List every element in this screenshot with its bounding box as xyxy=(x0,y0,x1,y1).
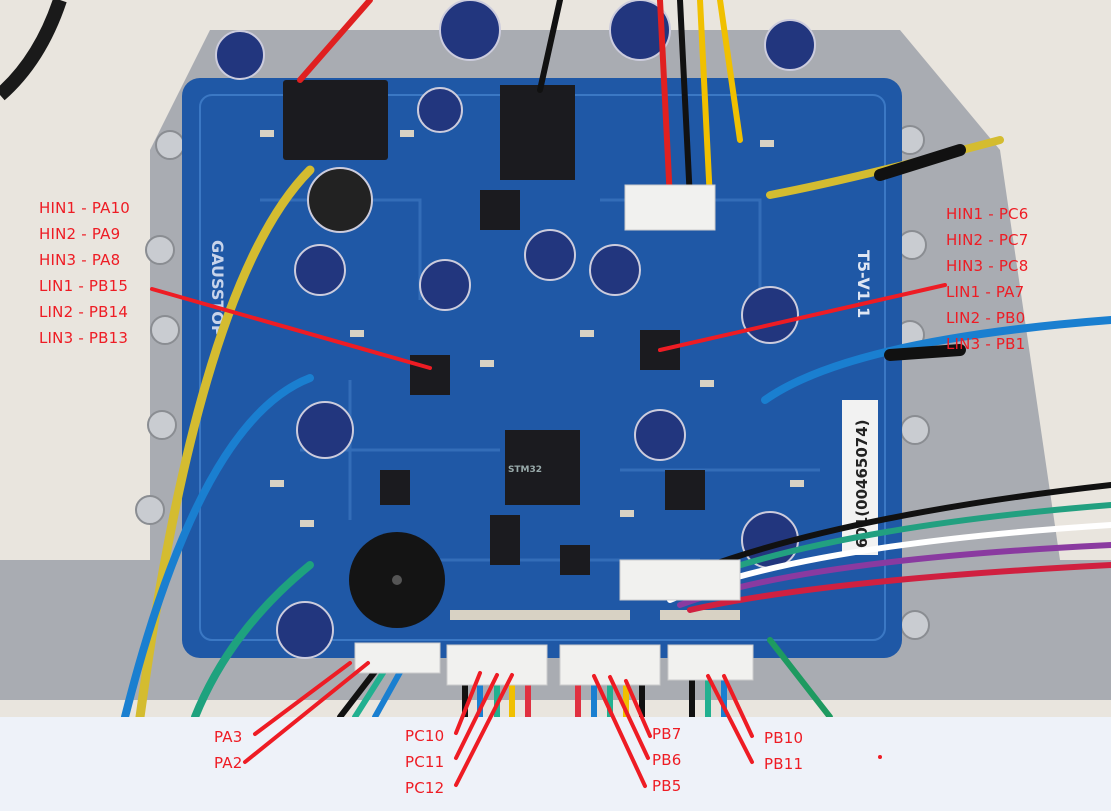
serial-text: 601(00465074) xyxy=(853,419,871,548)
left-label: LIN1 - PB15 xyxy=(39,277,129,295)
left-label: LIN3 - PB13 xyxy=(39,329,129,347)
left-label: LIN2 - PB14 xyxy=(39,303,129,321)
label-pa2: PA2 xyxy=(214,754,243,772)
right-label: HIN1 - PC6 xyxy=(946,205,1029,223)
stray-mark xyxy=(878,755,882,759)
label-pc12: PC12 xyxy=(405,779,445,797)
left-label: HIN3 - PA8 xyxy=(39,251,121,269)
chips xyxy=(283,80,705,575)
label-pb7: PB7 xyxy=(652,725,682,743)
left-label: HIN2 - PA9 xyxy=(39,225,121,243)
right-label: LIN1 - PA7 xyxy=(946,283,1025,301)
label-pa3: PA3 xyxy=(214,728,243,746)
right-label: HIN3 - PC8 xyxy=(946,257,1029,275)
screws xyxy=(135,125,930,640)
label-pc10: PC10 xyxy=(405,727,445,745)
right-label: HIN2 - PC7 xyxy=(946,231,1029,249)
label-pb5: PB5 xyxy=(652,777,682,795)
connectors xyxy=(354,184,754,686)
mcu-text: STM32 xyxy=(508,465,542,475)
right-label: LIN2 - PB0 xyxy=(946,309,1026,327)
label-pc11: PC11 xyxy=(405,753,445,771)
version-text: T5-V1.1 xyxy=(854,250,873,318)
left-annotation-list: HIN1 - PA10 HIN2 - PA9 HIN3 - PA8 LIN1 -… xyxy=(39,199,130,348)
brand-text: GAUSSTOP xyxy=(208,240,227,337)
annotation-lines xyxy=(150,283,947,788)
label-pb10: PB10 xyxy=(764,729,804,747)
right-annotation-list: HIN1 - PC6 HIN2 - PC7 HIN3 - PC8 LIN1 - … xyxy=(946,205,1028,354)
left-label: HIN1 - PA10 xyxy=(39,199,131,217)
capacitors xyxy=(215,0,816,659)
label-pb11: PB11 xyxy=(764,755,804,773)
label-pb6: PB6 xyxy=(652,751,682,769)
right-label: LIN3 - PB1 xyxy=(946,335,1026,353)
